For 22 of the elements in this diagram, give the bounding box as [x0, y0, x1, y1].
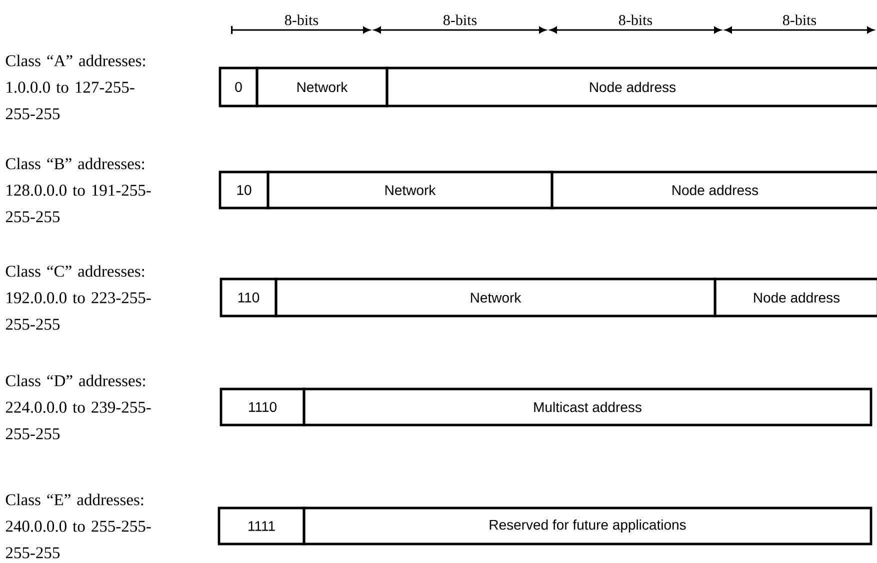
address-range-text: Class “B” addresses: 128.0.0.0 to 191-255-255-255: [6, 158, 151, 222]
address-range-text: Class “D” addresses: 224.0.0.0 to 239-255-255-255: [6, 374, 151, 440]
bit-width-label: 8-bits: [619, 14, 652, 26]
field-cell: Reserved for future applications: [302, 506, 872, 546]
address-range-text: Class “A” addresses: 1.0.0.0 to 127-255-255-255: [6, 54, 145, 120]
field-cell: 1110: [220, 388, 306, 426]
field-cell: Multicast address: [302, 388, 872, 426]
field-cell: Node address: [550, 170, 877, 210]
field-cell: Node address: [386, 66, 877, 108]
field-cell: Network: [266, 170, 554, 210]
field-cell: Network: [256, 66, 388, 108]
field-cell: 0: [218, 66, 258, 108]
bit-width-label: 8-bits: [783, 14, 816, 26]
bit-width-label: 8-bits: [444, 14, 477, 26]
bit-width-label: 8-bits: [284, 14, 318, 26]
field-cell: 110: [220, 278, 278, 318]
field-cell: 10: [218, 170, 270, 210]
field-cell: Network: [274, 278, 716, 318]
field-cell: Node address: [714, 278, 877, 318]
address-range-text: Class “E” addresses: 240.0.0.0 to 255-255-255-255: [6, 494, 151, 558]
field-cell: 1111: [218, 506, 306, 546]
address-range-text: Class “C” addresses: 192.0.0.0 to 223-255-255-255: [6, 265, 151, 330]
